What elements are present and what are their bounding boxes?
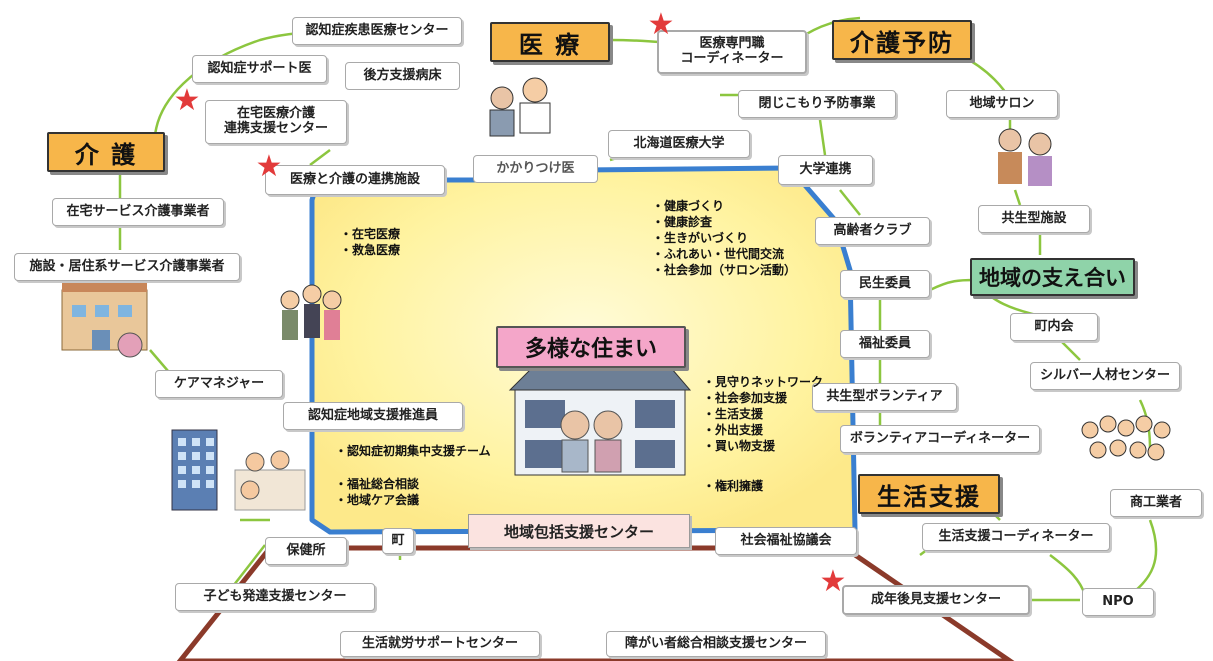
fukushi-iin: 福祉委員 — [840, 330, 930, 358]
seikatsu-shien-list: ・見守りネットワーク ・社会参加支援 ・生活支援 ・外出支援 ・買い物支援 — [703, 374, 823, 454]
kodomo-hattatsu-center: 子ども発達支援センター — [175, 583, 375, 611]
category-sumai: 多様な住まい — [496, 326, 686, 368]
koho-shien-byosho: 後方支援病床 — [345, 62, 460, 90]
sodan-service-list: ・福祉総合相談 ・地域ケア会議 — [335, 476, 419, 508]
silver-jinzai-center: シルバー人材センター — [1030, 362, 1180, 390]
ninchisho-suishin-in: 認知症地域支援推進員 — [283, 402, 463, 430]
volunteer-coordinator: ボランティアコーディネーター — [840, 425, 1040, 453]
iryo-service-list: ・在宅医療 ・救急医療 — [340, 226, 400, 258]
star-icon: ★ — [255, 149, 283, 184]
zaitaku-renkei-center: 在宅医療介護 連携支援センター — [205, 100, 347, 144]
kyosei-shisetsu: 共生型施設 — [978, 205, 1090, 233]
list-item: ・地域ケア会議 — [335, 493, 420, 507]
iryo-senmon-coordinator: 医療専門職 コーディネーター — [657, 30, 807, 74]
ninchisho-iryo-center: 認知症疾患医療センター — [292, 17, 462, 45]
list-item: ・生きがいづくり — [652, 231, 749, 245]
list-item: ・見守りネットワーク — [703, 375, 824, 389]
tojikomori-yobo: 閉じこもり予防事業 — [738, 90, 896, 118]
yobo-service-list: ・健康づくり ・健康診査 ・生きがいづくり ・ふれあい・世代間交流 ・社会参加（… — [652, 198, 796, 278]
list-item: ・社会参加（サロン活動） — [652, 263, 797, 277]
list-item: ・生活支援 — [703, 407, 764, 421]
list-item: ・福祉総合相談 — [335, 477, 420, 491]
care-facility-illustration — [61, 282, 148, 358]
shogai-sodan-center: 障がい者総合相談支援センター — [606, 631, 826, 657]
daigaku-renkei: 大学連携 — [778, 155, 873, 185]
people-illustrations — [280, 77, 1171, 461]
star-icon: ★ — [819, 564, 847, 599]
category-kaigo-yobo: 介護予防 — [832, 20, 972, 60]
ninchisho-service-list: ・認知症初期集中支援チーム — [335, 443, 491, 459]
zaitaku-service-jigyosha: 在宅サービス介護事業者 — [52, 198, 224, 226]
hokenjo: 保健所 — [265, 537, 347, 565]
seikatsu-shien-coordinator: 生活支援コーディネーター — [922, 523, 1110, 551]
shakai-fukushi-kyogikai: 社会福祉協議会 — [715, 527, 857, 555]
iryo-kaigo-renkei-shisetsu: 医療と介護の連携施設 — [265, 165, 445, 195]
seikatsu-shuro-center: 生活就労サポートセンター — [340, 631, 540, 657]
list-item: ・健康づくり — [652, 199, 725, 213]
category-iryo: 医 療 — [490, 22, 610, 62]
kakaritsuke-doctor: かかりつけ医 — [473, 155, 598, 183]
category-seikatsu: 生活支援 — [858, 474, 1000, 514]
star-icon: ★ — [173, 83, 201, 118]
chonaikai: 町内会 — [1010, 313, 1098, 341]
list-item: ・在宅医療 — [340, 227, 401, 241]
house-illustration — [508, 354, 692, 476]
list-item: ・救急医療 — [340, 243, 401, 257]
kyosei-volunteer: 共生型ボランティア — [812, 383, 957, 411]
list-item: ・認知症初期集中支援チーム — [335, 444, 491, 458]
category-chiiki: 地域の支え合い — [970, 258, 1135, 296]
office-building-illustration — [171, 429, 306, 511]
machi: 町 — [382, 528, 414, 554]
shokogyosha: 商工業者 — [1110, 489, 1202, 517]
chiiki-salon: 地域サロン — [946, 90, 1058, 118]
npo: NPO — [1082, 588, 1154, 616]
seinen-koken-center: 成年後見支援センター — [842, 585, 1030, 615]
list-item: ・買い物支援 — [703, 439, 776, 453]
minsei-iin: 民生委員 — [840, 270, 930, 298]
kenri-yogo-list: ・権利擁護 — [703, 478, 763, 494]
hokkaido-iryo-daigaku: 北海道医療大学 — [608, 130, 750, 158]
ninchisho-support-doctor: 認知症サポート医 — [192, 55, 327, 83]
shisetsu-service-jigyosha: 施設・居住系サービス介護事業者 — [14, 253, 240, 281]
list-item: ・健康診査 — [652, 215, 713, 229]
category-kaigo: 介 護 — [47, 132, 165, 172]
list-item: ・社会参加支援 — [703, 391, 788, 405]
list-item: ・権利擁護 — [703, 479, 764, 493]
star-icon: ★ — [647, 7, 675, 42]
list-item: ・ふれあい・世代間交流 — [652, 247, 785, 261]
care-manager: ケアマネジャー — [155, 370, 283, 398]
koreisha-club: 高齢者クラブ — [815, 217, 930, 245]
list-item: ・外出支援 — [703, 423, 764, 437]
chiiki-houkatsu-center: 地域包括支援センター — [468, 514, 690, 548]
